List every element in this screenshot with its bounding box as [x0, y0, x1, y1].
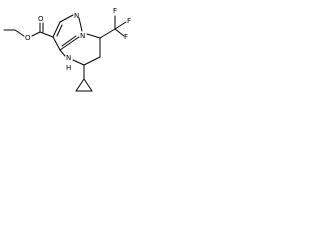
atom-label-carbonyl-oxygen: O — [38, 15, 44, 23]
atom-label-cf3-fluorine-right: F — [127, 17, 131, 25]
atom-label-amine-nitrogen: N — [66, 54, 71, 62]
atom-label-pyrazole-nitrogen: N — [74, 12, 79, 20]
bond-c6-c5 — [83, 56, 101, 66]
atom-label-cf3-fluorine-lower: F — [124, 33, 128, 41]
bond-c3-c2 — [52, 21, 61, 38]
atom-label-amine-hydrogen: H — [66, 64, 71, 72]
bond-c7-cf3 — [99, 28, 116, 39]
bond-n4-c3a — [59, 49, 66, 57]
bond-c3-c2-inner — [56, 24, 63, 37]
bond-c2-n1 — [59, 14, 74, 23]
bond-n7a-c3a-inner — [61, 35, 77, 47]
bond-cyclopropyl-right — [83, 78, 93, 92]
bond-cf3-f-right — [114, 21, 127, 30]
chemical-structure-diagram: O O N N N H F F F — [3, 7, 131, 92]
bond-n7a-c3a — [59, 36, 80, 51]
atom-label-bridge-nitrogen: N — [80, 32, 85, 40]
atom-label-cf3-fluorine-top: F — [113, 7, 117, 15]
bond-cyclopropyl-left — [75, 78, 85, 92]
bond-ethyl-ch2-o — [14, 29, 25, 37]
bond-n7a-c7 — [86, 33, 101, 39]
bond-n1-n7a — [78, 17, 83, 32]
bond-c5-n4 — [72, 59, 85, 66]
bond-ester-o-carbonyl-c — [31, 31, 41, 37]
bond-carbonyl-c-ring — [39, 31, 54, 38]
bond-c3-c3a — [52, 36, 61, 51]
atom-label-ester-oxygen: O — [25, 34, 31, 42]
bond-cf3-f-lower — [114, 28, 125, 37]
